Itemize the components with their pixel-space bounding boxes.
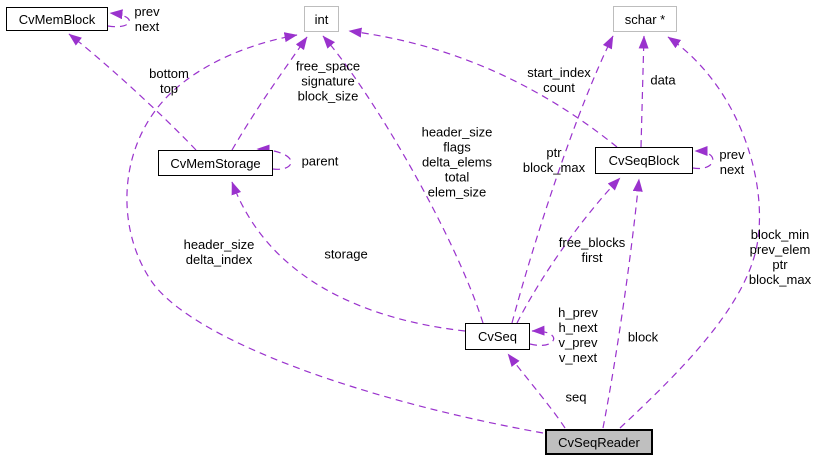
edge-label-start-index-count: start_index count: [527, 65, 591, 95]
edge-memblock-self: [107, 9, 131, 28]
edge-label-bottom-top: bottom top: [149, 66, 189, 96]
edge-reader-ints: [126, 32, 544, 434]
edge-label-block: block: [627, 329, 659, 345]
edge-data: [638, 35, 649, 148]
edge-label-free-space-signature-block-size: free_space signature block_size: [295, 58, 361, 104]
edge-bottom-top: [68, 33, 197, 151]
edge-label-storage: storage: [324, 246, 368, 262]
node-cvseqreader: CvSeqReader: [545, 429, 653, 455]
edge-seq-ints: [322, 35, 484, 324]
node-cvmemstorage[interactable]: CvMemStorage: [158, 150, 273, 176]
edge-label-seqblock-prev-next: prev next: [719, 147, 745, 177]
edge-label-h-prev-h-next-v-prev-v-next: h_prev h_next v_prev v_next: [558, 305, 598, 365]
edge-label-block-min-prev-elem-ptr-block-max: block_min prev_elem ptr block_max: [748, 227, 812, 287]
edge-parent-self: [256, 144, 292, 170]
edge-label-parent: parent: [301, 153, 339, 169]
edge-label-header-size-flags-delta-elems-total-elem-size: header_size flags delta_elems total elem…: [421, 124, 493, 200]
edge-label-free-blocks-first: free_blocks first: [558, 235, 626, 265]
edge-seq-schar: [511, 35, 614, 324]
edge-label-data: data: [650, 72, 676, 88]
edge-seqblock-ints: [348, 27, 618, 148]
edge-block: [602, 178, 643, 429]
edge-storage: [231, 181, 466, 332]
edge-seq: [507, 353, 566, 429]
edge-seqblock-self: [692, 146, 714, 170]
node-cvseqblock[interactable]: CvSeqBlock: [595, 147, 693, 174]
node-int[interactable]: int: [304, 6, 339, 32]
edge-label-ptr-block-max: ptr block_max: [522, 145, 586, 175]
edge-reader-schar: [619, 36, 761, 429]
node-cvmemblock[interactable]: CvMemBlock: [6, 7, 108, 31]
edge-label-memblock-prev-next: prev next: [134, 4, 160, 34]
edge-label-header-size-delta-index: header_size delta_index: [183, 237, 255, 267]
edge-label-seq: seq: [565, 389, 587, 405]
edge-seq-blocks: [516, 177, 621, 324]
node-schar-ptr[interactable]: schar *: [613, 6, 677, 32]
edge-seq-self: [529, 325, 555, 346]
edge-storage-ints: [231, 36, 308, 151]
node-cvseq[interactable]: CvSeq: [465, 323, 530, 350]
